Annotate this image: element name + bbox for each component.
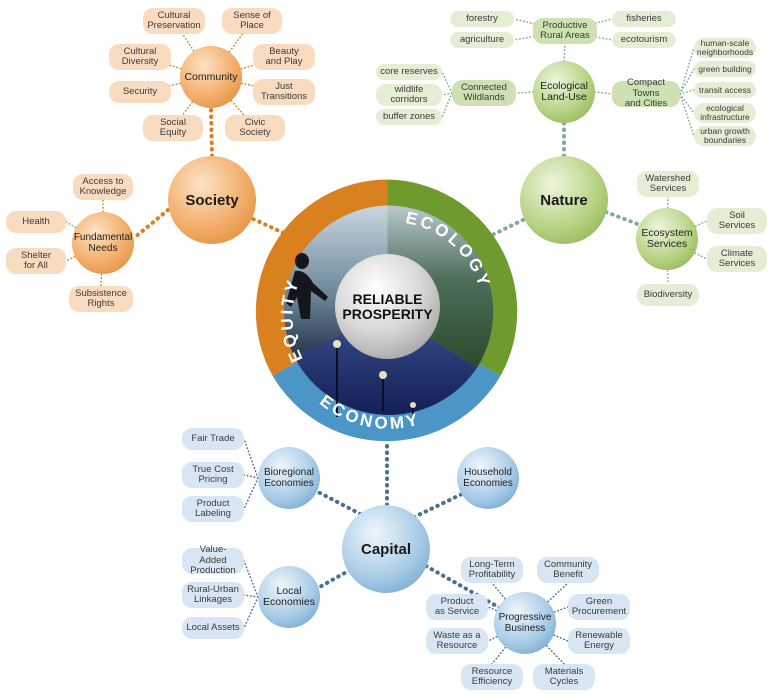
needs-item: Shelter for All xyxy=(6,248,66,274)
bioregional-item: True Cost Pricing xyxy=(182,462,244,488)
local-item: Rural-Urban Linkages xyxy=(182,582,244,608)
local-economies-node: Local Economies xyxy=(258,566,320,628)
business-item: Resource Efficiency xyxy=(461,664,523,690)
community-item: Civic Society xyxy=(225,115,285,141)
wildlands-link xyxy=(515,91,534,94)
needs-item: Access to Knowledge xyxy=(73,174,133,200)
rural-item-link xyxy=(513,30,566,41)
local-item-link xyxy=(243,560,259,598)
wildlands-item-link xyxy=(441,71,453,94)
business-item: Waste as a Resource xyxy=(426,628,488,654)
community-item: Social Equity xyxy=(143,115,203,141)
towns-item-link xyxy=(679,68,695,95)
ecosystem-item: Watershed Services xyxy=(637,171,699,197)
wildlands-item: wildlife corridors xyxy=(376,84,442,106)
connected-wildlands-node: Connected Wildlands xyxy=(452,80,516,106)
society-node: Society xyxy=(168,156,256,244)
bioregional-economies-node: Bioregional Economies xyxy=(258,447,320,509)
local-item-link xyxy=(243,596,259,629)
needs-item: Subsistence Rights xyxy=(69,286,133,312)
towns-item: human-scale neighborhoods xyxy=(694,38,756,58)
photo-bottom xyxy=(294,311,478,415)
rural-link xyxy=(563,43,566,62)
wildlands-item-link xyxy=(441,92,453,118)
compact-towns-node: Compact Towns and Cities xyxy=(612,78,680,109)
wildlands-item-link xyxy=(441,92,453,96)
community-item: Cultural Preservation xyxy=(143,8,205,34)
needs-link xyxy=(132,208,170,240)
ecosystem-services-node: Ecosystem Services xyxy=(636,208,698,270)
local-item: Value-Added Production xyxy=(182,545,244,576)
towns-item-link xyxy=(679,89,695,95)
rural-item: fisheries xyxy=(612,11,676,27)
towns-item: ecological infrastructure xyxy=(694,103,756,123)
productive-rural-areas-node: Productive Rural Areas xyxy=(533,18,597,44)
bioregional-item-link xyxy=(243,474,259,479)
ecosystem-item: Biodiversity xyxy=(637,284,699,306)
progressive-business-node: Progressive Business xyxy=(494,592,556,654)
ecological-land-use-node: Ecological Land-Use xyxy=(533,61,595,123)
local-item: Local Assets xyxy=(182,617,244,639)
towns-item-link xyxy=(679,93,695,114)
rural-item: forestry xyxy=(450,11,514,27)
towns-item: urban growth boundaries xyxy=(694,126,756,146)
business-item: Long-Term Profitability xyxy=(461,557,523,583)
bioregional-item: Product Labeling xyxy=(182,496,244,522)
wildlands-item: core reserves xyxy=(376,64,442,80)
towns-item-link xyxy=(679,47,695,95)
capital-node: Capital xyxy=(342,505,430,593)
community-item: Beauty and Play xyxy=(253,44,315,70)
business-item: Materials Cycles xyxy=(533,664,595,690)
business-item: Product as Service xyxy=(426,594,488,620)
business-item: Renewable Energy xyxy=(568,628,630,654)
towns-item-link xyxy=(679,93,695,137)
rural-item: ecotourism xyxy=(612,32,676,48)
business-item: Green Procurement xyxy=(568,594,630,620)
needs-item: Health xyxy=(6,211,66,233)
community-item: Security xyxy=(109,81,171,103)
household-economies-node: Household Economies xyxy=(457,447,519,509)
reliable-prosperity-node: RELIABLE PROSPERITY xyxy=(335,254,440,359)
ecosystem-item: Climate Services xyxy=(707,246,767,272)
towns-item: green building xyxy=(694,61,756,77)
local-link xyxy=(316,568,352,590)
bioregional-item-link xyxy=(243,438,259,479)
towns-link xyxy=(594,91,613,95)
community-item: Sense of Place xyxy=(222,8,282,34)
fundamental-needs-node: Fundamental Needs xyxy=(72,212,134,274)
community-link xyxy=(209,106,214,158)
business-item-link xyxy=(491,582,526,624)
towns-item: transit access xyxy=(694,82,756,98)
turbine-glow-icon xyxy=(333,340,416,408)
bioregional-item-link xyxy=(243,477,259,510)
bioregional-item: Fair Trade xyxy=(182,428,244,450)
community-item: Cultural Diversity xyxy=(109,44,171,70)
ecosystem-item: Soil Services xyxy=(707,208,767,234)
child-silhouette-icon xyxy=(286,253,328,319)
local-item-link xyxy=(243,594,259,598)
community-node: Community xyxy=(180,46,242,108)
rural-item: agriculture xyxy=(450,32,514,48)
bioregional-link xyxy=(316,490,374,522)
nature-node: Nature xyxy=(520,156,608,244)
business-item: Community Benefit xyxy=(537,557,599,583)
wildlands-item: buffer zones xyxy=(376,109,442,125)
community-item: Just Transitions xyxy=(253,79,315,105)
